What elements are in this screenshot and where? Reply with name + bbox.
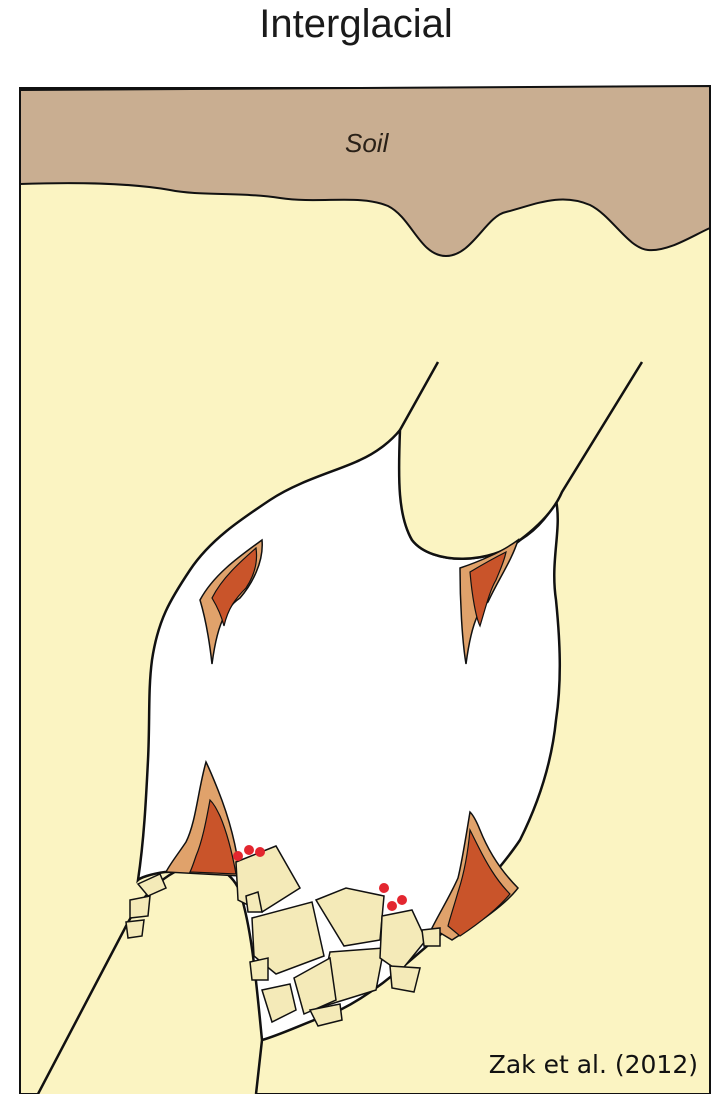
red-dot (255, 847, 265, 857)
red-dot (379, 883, 389, 893)
soil-label: Soil (345, 128, 388, 159)
red-dot (244, 845, 254, 855)
credit-text: Zak et al. (2012) (489, 1050, 698, 1079)
red-dot (397, 895, 407, 905)
red-dot (387, 901, 397, 911)
red-dot (233, 851, 243, 861)
